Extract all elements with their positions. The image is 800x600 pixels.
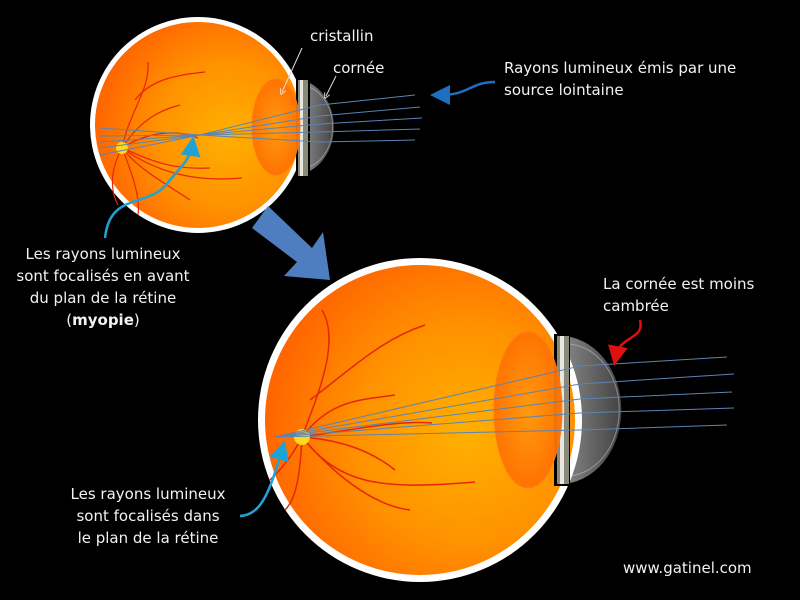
- myopia-term: myopie: [72, 311, 134, 329]
- retina-pointer: [239, 440, 289, 518]
- corrected-eye: [258, 258, 735, 582]
- myopic-eye: [90, 17, 423, 233]
- light-rays-1: [99, 94, 423, 156]
- label-cornea-flatter: La cornée est moins cambrée: [603, 273, 754, 317]
- paren-open: (: [66, 311, 73, 329]
- label-cristallin: cristallin: [310, 27, 374, 45]
- label-rays-source: Rayons lumineux émis par une source loin…: [504, 57, 736, 101]
- transition-arrow: [252, 206, 330, 280]
- cristallin-pointer: [282, 47, 303, 92]
- paren-close: ): [133, 311, 140, 329]
- watermark: www.gatinel.com: [623, 559, 752, 577]
- myopia-line4: (myopie): [0, 309, 206, 331]
- myopia-line2: sont focalisés en avant: [16, 267, 190, 285]
- globe-2: [265, 265, 575, 575]
- cornea-pointer: [326, 75, 337, 96]
- label-retina-focus: Les rayons lumineux sont focalisés dans …: [58, 483, 238, 549]
- cornea-flatter-line2: cambrée: [603, 297, 669, 315]
- crystalline-lens-2: [493, 331, 563, 489]
- globe-1: [95, 22, 301, 228]
- crystalline-lens-1: [251, 78, 301, 176]
- retina-focus-line1: Les rayons lumineux: [70, 485, 226, 503]
- label-cornee: cornée: [333, 59, 385, 77]
- cornea-flatter-line1: La cornée est moins: [603, 275, 755, 293]
- cornea-flatter-pointer: [608, 319, 642, 366]
- myopia-line3: du plan de la rétine: [29, 289, 177, 307]
- label-myopia: Les rayons lumineux sont focalisés en av…: [0, 243, 206, 331]
- light-rays-2: [274, 356, 735, 438]
- optic-disc-1: [116, 142, 128, 154]
- source-pointer: [430, 80, 496, 105]
- myopia-pointer: [103, 136, 201, 239]
- myopia-line1: Les rayons lumineux: [25, 245, 181, 263]
- retina-focus-line3: le plan de la rétine: [77, 529, 219, 547]
- rays-source-line2: source lointaine: [504, 81, 624, 99]
- rays-source-line1: Rayons lumineux émis par une: [504, 59, 737, 77]
- retina-focus-line2: sont focalisés dans: [76, 507, 220, 525]
